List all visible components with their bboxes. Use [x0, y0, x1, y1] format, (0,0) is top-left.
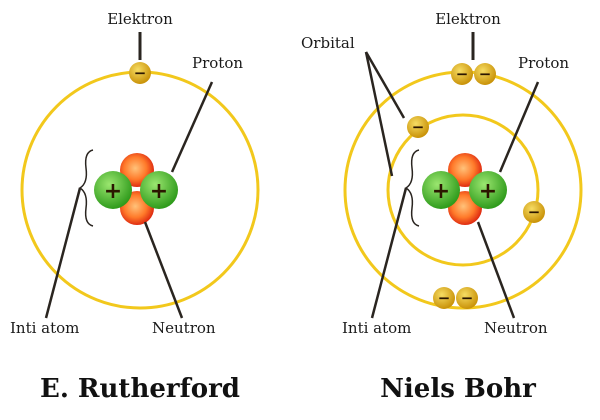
bohr-title: Niels Bohr — [380, 374, 536, 404]
rutherford-proton-leader — [170, 81, 214, 173]
bohr-nucleus: + + — [422, 153, 507, 225]
bohr-outer-orbit — [343, 70, 583, 310]
bohr-neutron-label: Neutron — [484, 319, 548, 337]
proton — [140, 171, 178, 209]
proton-plus-sign: + — [479, 179, 497, 204]
electron-minus-sign: − — [438, 289, 451, 307]
bohr-model: Elektron − − − − − − + — [301, 10, 583, 404]
bohr-nucleus-leader — [370, 187, 408, 319]
rutherford-neutron-leader — [143, 221, 184, 319]
rutherford-proton-label: Proton — [192, 54, 243, 72]
proton-plus-sign: + — [104, 179, 122, 204]
bohr-proton-leader — [498, 81, 540, 173]
bohr-electron-pair-top: − − — [451, 63, 496, 85]
bohr-orbital-label: Orbital — [301, 34, 355, 52]
rutherford-model: Elektron − + + Proton Inti atom Neutron … — [10, 10, 260, 404]
bohr-proton-label: Proton — [518, 54, 569, 72]
proton-plus-sign: + — [432, 179, 450, 204]
electron-minus-sign: − — [412, 118, 425, 136]
bohr-nucleus-label: Inti atom — [342, 319, 411, 337]
rutherford-electron: − — [129, 62, 151, 84]
bohr-inner-orbit — [386, 113, 540, 267]
electron-minus-sign: − — [528, 203, 541, 221]
nucleus-brace — [78, 149, 94, 227]
bohr-orbital-leader-outer — [364, 51, 406, 119]
bohr-electron-pair-bottom: − − — [433, 287, 478, 309]
proton — [469, 171, 507, 209]
nucleus-brace — [404, 149, 420, 227]
electron-minus-sign: − — [456, 65, 469, 83]
rutherford-nucleus-leader — [44, 187, 82, 319]
electron-minus-sign: − — [479, 65, 492, 83]
bohr-orbital-leader-inner — [364, 51, 394, 177]
rutherford-neutron-label: Neutron — [152, 319, 216, 337]
electron-minus-sign: − — [134, 64, 147, 82]
bohr-electron-label: Elektron — [435, 10, 501, 28]
proton — [422, 171, 460, 209]
rutherford-nucleus: + + — [94, 153, 178, 225]
bohr-inner-electron-left: − — [407, 116, 429, 138]
proton — [94, 171, 132, 209]
electron-minus-sign: − — [461, 289, 474, 307]
rutherford-title: E. Rutherford — [40, 374, 240, 404]
bohr-inner-electron-right: − — [523, 201, 545, 223]
rutherford-nucleus-label: Inti atom — [10, 319, 79, 337]
proton-plus-sign: + — [150, 179, 168, 204]
rutherford-electron-label: Elektron — [107, 10, 173, 28]
bohr-neutron-leader — [476, 221, 516, 319]
